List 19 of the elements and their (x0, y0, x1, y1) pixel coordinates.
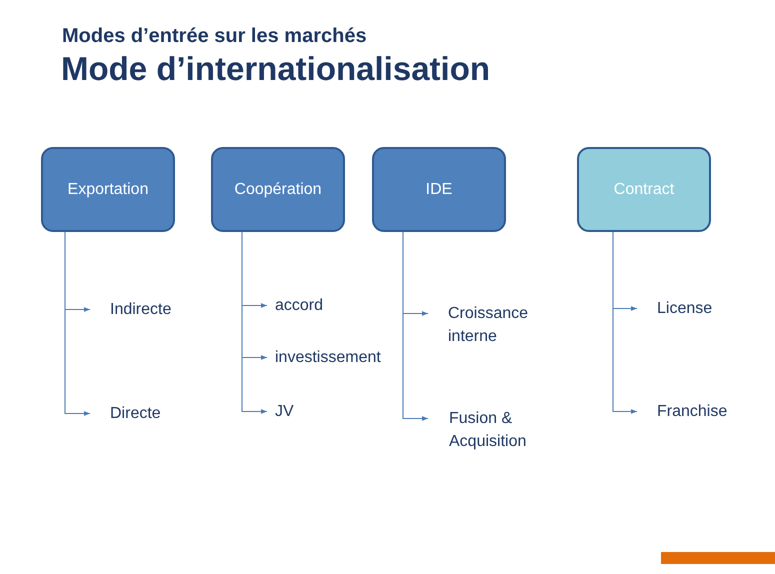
option-label: investissement (275, 348, 382, 368)
option-label: Croissance interne (448, 304, 530, 347)
arrow (612, 232, 638, 414)
option-label: Indirecte (110, 300, 172, 320)
category-box: Contract (577, 147, 711, 232)
subtitle: Modes d’entrée sur les marchés (62, 25, 367, 48)
category-box: IDE (372, 147, 506, 232)
option-label: Fusion & Acquisition (449, 409, 528, 452)
option-label: Franchise (657, 402, 728, 422)
category-box: Exportation (41, 147, 175, 232)
category-box: Coopération (211, 147, 345, 232)
option-label: License (657, 299, 714, 319)
option-label: JV (275, 402, 295, 422)
arrow (402, 232, 428, 421)
arrow (64, 232, 90, 416)
title: Mode d’internationalisation (61, 50, 490, 88)
option-label: Directe (110, 404, 162, 424)
option-label: accord (275, 296, 324, 316)
arrow (242, 232, 268, 414)
